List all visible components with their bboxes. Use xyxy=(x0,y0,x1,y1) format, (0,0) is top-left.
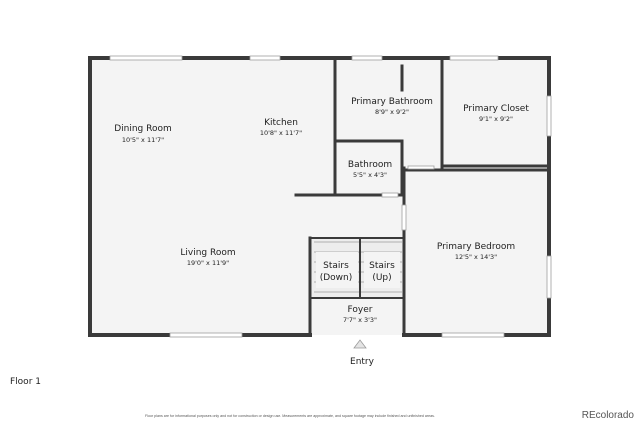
kitchen-dims: 10'8" x 11'7" xyxy=(260,129,302,137)
kitchen-label: Kitchen xyxy=(264,118,298,128)
stairs-down-label-bg xyxy=(316,252,358,288)
entry-arrow-icon xyxy=(353,339,367,349)
primary-bathroom-dims: 8'9" x 9'2" xyxy=(375,108,409,116)
stairs-up-label: Stairs xyxy=(369,261,395,271)
primary-bedroom-dims: 12'5" x 14'3" xyxy=(455,253,497,261)
bathroom-label: Bathroom xyxy=(348,160,392,170)
bathroom-dims: 5'5" x 4'3" xyxy=(353,171,387,179)
disclaimer-text: Floor plans are for informational purpos… xyxy=(145,414,435,418)
dining-room-label: Dining Room xyxy=(114,124,172,134)
entry-label: Entry xyxy=(350,357,375,367)
primary-bedroom-label: Primary Bedroom xyxy=(437,242,515,252)
brand-logo: REcolorado xyxy=(581,410,634,421)
foyer-label: Foyer xyxy=(348,305,373,315)
foyer-dims: 7'7" x 3'3" xyxy=(343,316,377,324)
windows xyxy=(109,55,552,338)
living-room-label: Living Room xyxy=(180,248,235,258)
primary-bathroom-label: Primary Bathroom xyxy=(351,97,433,107)
stairs-up-sublabel: (Up) xyxy=(372,273,391,283)
stairs-down-label: Stairs xyxy=(323,261,349,271)
primary-closet-label: Primary Closet xyxy=(463,104,529,114)
living-room-dims: 19'0" x 11'9" xyxy=(187,259,229,267)
primary-closet-dims: 9'1" x 9'2" xyxy=(479,115,513,123)
stairs-down-sublabel: (Down) xyxy=(320,273,353,283)
stairs-up-label-bg xyxy=(364,252,400,288)
floor-label: Floor 1 xyxy=(10,377,41,387)
dining-room-dims: 10'5" x 11'7" xyxy=(122,136,164,144)
